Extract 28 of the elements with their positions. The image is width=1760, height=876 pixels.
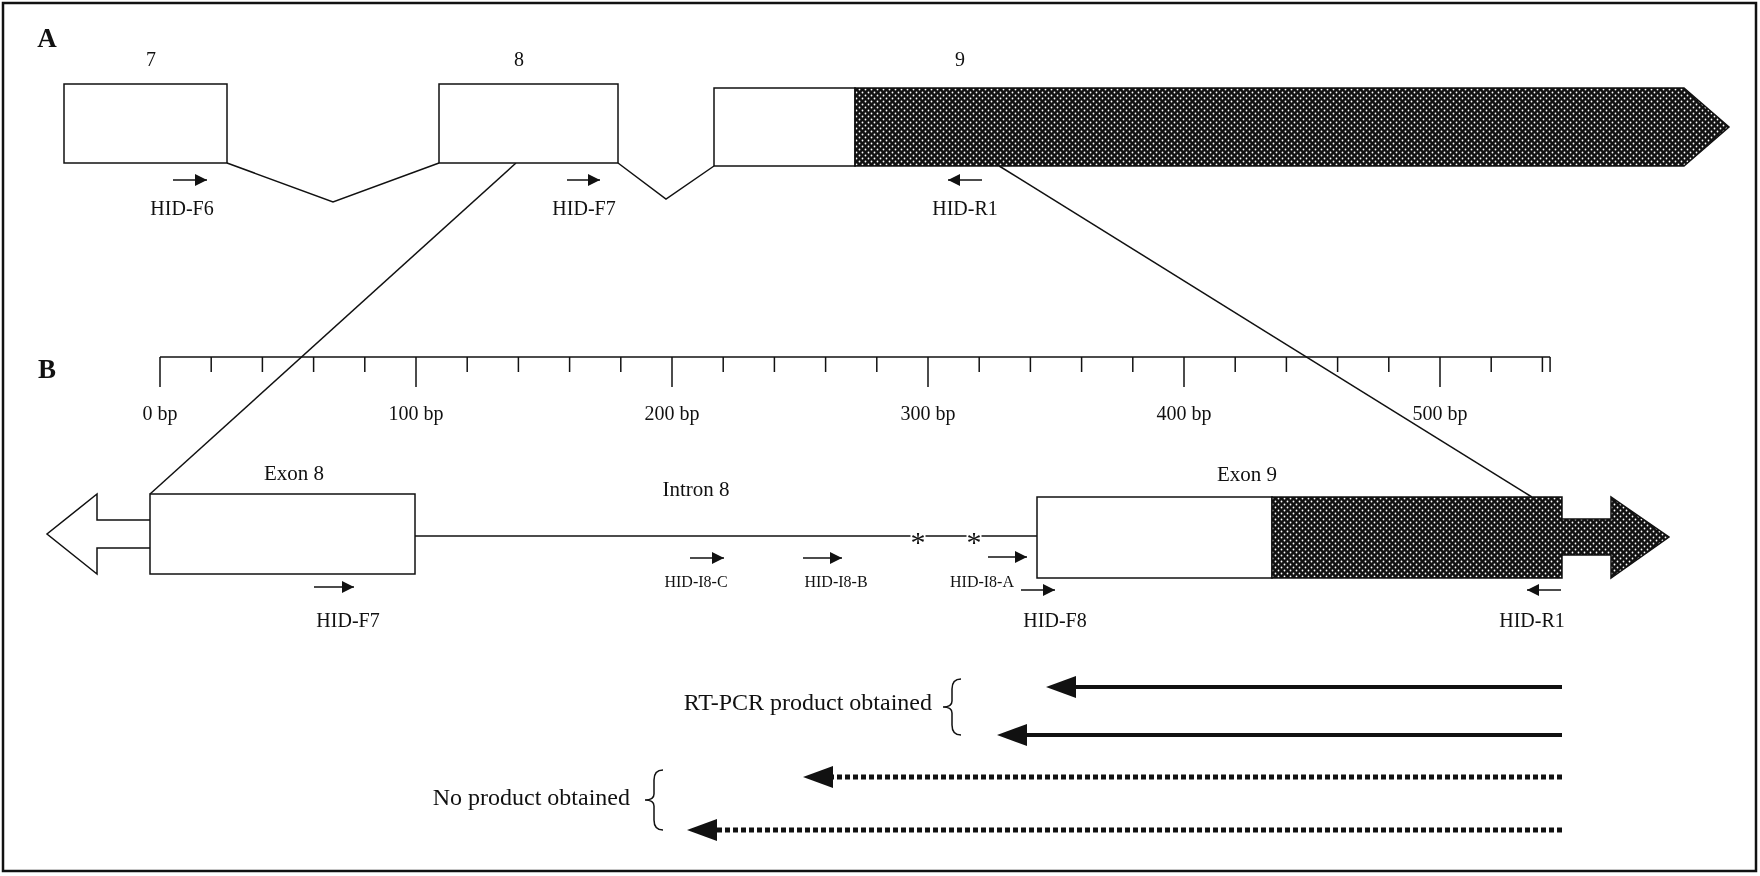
primer-name: HID-I8-C (664, 573, 728, 591)
result-label: RT-PCR product obtained (683, 688, 932, 716)
primer-name: HID-F7 (316, 609, 380, 631)
exon-label: Exon 9 (1216, 463, 1278, 487)
scale-label: 100 bp (388, 402, 444, 424)
primer-name: HID-I8-A (950, 573, 1014, 591)
scale-label: 0 bp (142, 402, 178, 424)
primer-name: HID-R1 (932, 197, 998, 219)
primer-name: HID-F8 (1023, 609, 1087, 631)
scale-label: 300 bp (900, 402, 956, 424)
scale-label: 400 bp (1156, 402, 1212, 424)
exon-number: 9 (955, 48, 965, 70)
exon-number: 7 (146, 48, 156, 70)
scale-label: 500 bp (1412, 402, 1468, 424)
primer-name: HID-R1 (1499, 609, 1565, 631)
result-label: No product obtained (432, 783, 630, 811)
exon-number: 8 (514, 48, 524, 70)
zoom-line (998, 165, 1533, 498)
exon-label: Exon 8 (263, 462, 325, 486)
intron-line (226, 162, 440, 203)
zoom-line (149, 162, 517, 495)
primer-name: HID-F7 (552, 197, 616, 219)
intron-line (617, 162, 715, 200)
primer-name: HID-I8-B (804, 573, 868, 591)
panel-letter: A (37, 24, 57, 54)
primer-name: HID-F6 (150, 197, 214, 219)
scale-label: 200 bp (644, 402, 700, 424)
panel-letter: B (38, 355, 56, 385)
